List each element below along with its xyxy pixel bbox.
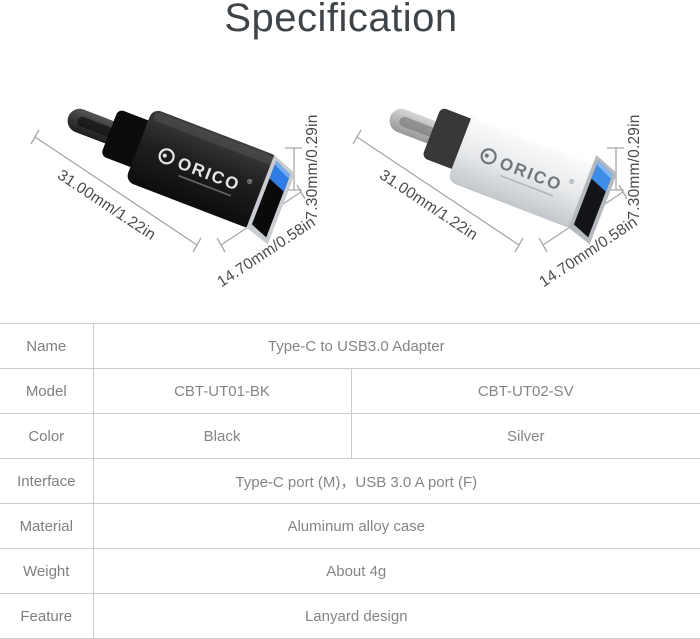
product-photo-silver: 31.00mm/1.22in 14.70mm/0.58in 7.30mm/0.2…: [352, 108, 643, 291]
table-row-feature: Feature Lanyard design: [0, 593, 700, 639]
orico-logo-dot: [484, 153, 489, 158]
dimension-height: 7.30mm/0.29in: [607, 114, 643, 220]
table-row-weight: Weight About 4g: [0, 548, 700, 594]
type-c-plug-slot: [77, 116, 114, 137]
row-value-black: CBT-UT01-BK: [93, 368, 352, 414]
brand-tagline: [500, 174, 554, 197]
row-value: Aluminum alloy case: [93, 503, 700, 549]
row-label: Material: [0, 503, 94, 549]
adapter-body: [127, 110, 278, 228]
registered-mark: ®: [568, 177, 576, 187]
adapter-silver: ORICO ®: [389, 108, 618, 245]
dimension-height-label: 7.30mm/0.29in: [304, 114, 321, 219]
usb-tongue: [591, 160, 613, 192]
row-value: About 4g: [93, 548, 700, 594]
dimension-height-label: 7.30mm/0.29in: [626, 114, 643, 219]
body-sheen: [154, 112, 275, 165]
row-value: Type-C port (M)，USB 3.0 A port (F): [93, 458, 700, 504]
page-title: Specification: [224, 0, 458, 40]
table-row-color: Color Black Silver: [0, 413, 700, 459]
row-label: Name: [0, 323, 94, 369]
adapter-black: ORICO ®: [67, 108, 296, 245]
brand-tagline: [178, 174, 232, 197]
row-label: Feature: [0, 593, 94, 639]
row-label: Weight: [0, 548, 94, 594]
row-label: Interface: [0, 458, 94, 504]
row-label: Model: [0, 368, 94, 414]
type-c-plug-slot: [399, 116, 436, 137]
orico-logo-icon: [480, 148, 497, 165]
body-sheen: [476, 112, 597, 165]
registered-mark: ®: [246, 177, 254, 187]
table-row-interface: Interface Type-C port (M)，USB 3.0 A port…: [0, 458, 700, 504]
product-photo-black: 31.00mm/1.22in 14.70mm/0.58in 7.30mm/0.2…: [30, 108, 321, 291]
table-row-name: Name Type-C to USB3.0 Adapter: [0, 323, 700, 369]
spec-table: Name Type-C to USB3.0 Adapter Model CBT-…: [0, 323, 700, 639]
adapter-body: [449, 110, 600, 228]
usb-tongue: [269, 160, 291, 192]
row-value: Lanyard design: [93, 593, 700, 639]
table-row-model: Model CBT-UT01-BK CBT-UT02-SV: [0, 368, 700, 414]
row-value-silver: CBT-UT02-SV: [351, 368, 700, 414]
dimension-height: 7.30mm/0.29in: [285, 114, 321, 220]
usb-tongue-highlight: [274, 160, 291, 179]
row-value-silver: Silver: [351, 413, 700, 459]
orico-logo-dot: [162, 153, 167, 158]
row-value-black: Black: [93, 413, 352, 459]
usb-tongue-highlight: [596, 160, 613, 179]
orico-logo-icon: [158, 148, 175, 165]
table-row-material: Material Aluminum alloy case: [0, 503, 700, 549]
row-value: Type-C to USB3.0 Adapter: [93, 323, 700, 369]
row-label: Color: [0, 413, 94, 459]
